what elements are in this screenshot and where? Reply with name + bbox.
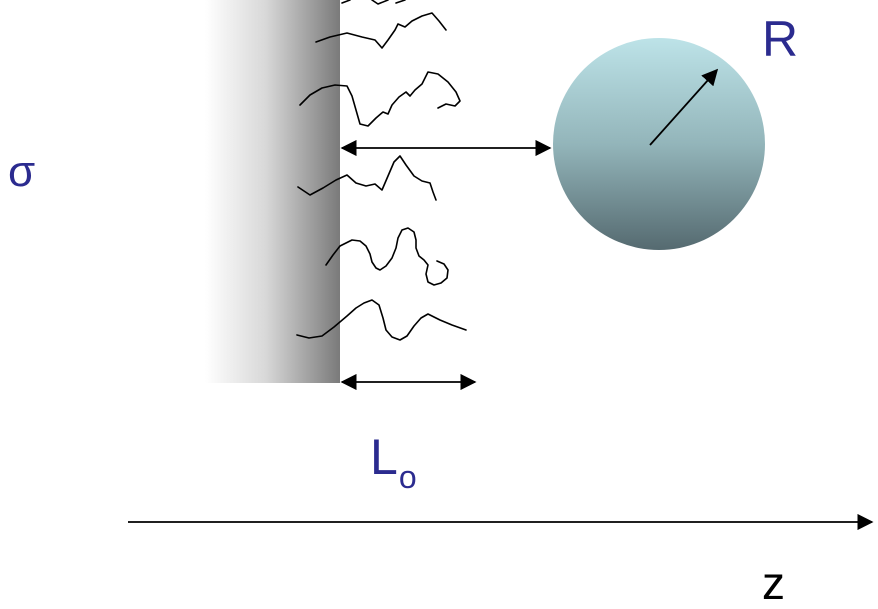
polymer-brush bbox=[296, 0, 467, 341]
polymer-chain bbox=[299, 71, 461, 127]
z-axis-label: z bbox=[762, 557, 785, 609]
radius-label: R bbox=[762, 11, 799, 67]
radius-arrow bbox=[649, 68, 719, 146]
grafting-density-label: σ bbox=[8, 147, 36, 196]
colloid-sphere bbox=[553, 38, 765, 250]
brush-height-label-main: L bbox=[370, 429, 398, 485]
brush-height-label-subscript: o bbox=[398, 459, 417, 495]
polymer-chain bbox=[297, 155, 437, 201]
grafting-wall bbox=[205, 0, 340, 383]
polymer-chain bbox=[296, 299, 467, 341]
polymer-chain bbox=[315, 12, 447, 49]
brush-height-label: Lo bbox=[370, 429, 417, 493]
polymer-chain bbox=[325, 227, 449, 286]
polymer-chain bbox=[341, 0, 406, 5]
